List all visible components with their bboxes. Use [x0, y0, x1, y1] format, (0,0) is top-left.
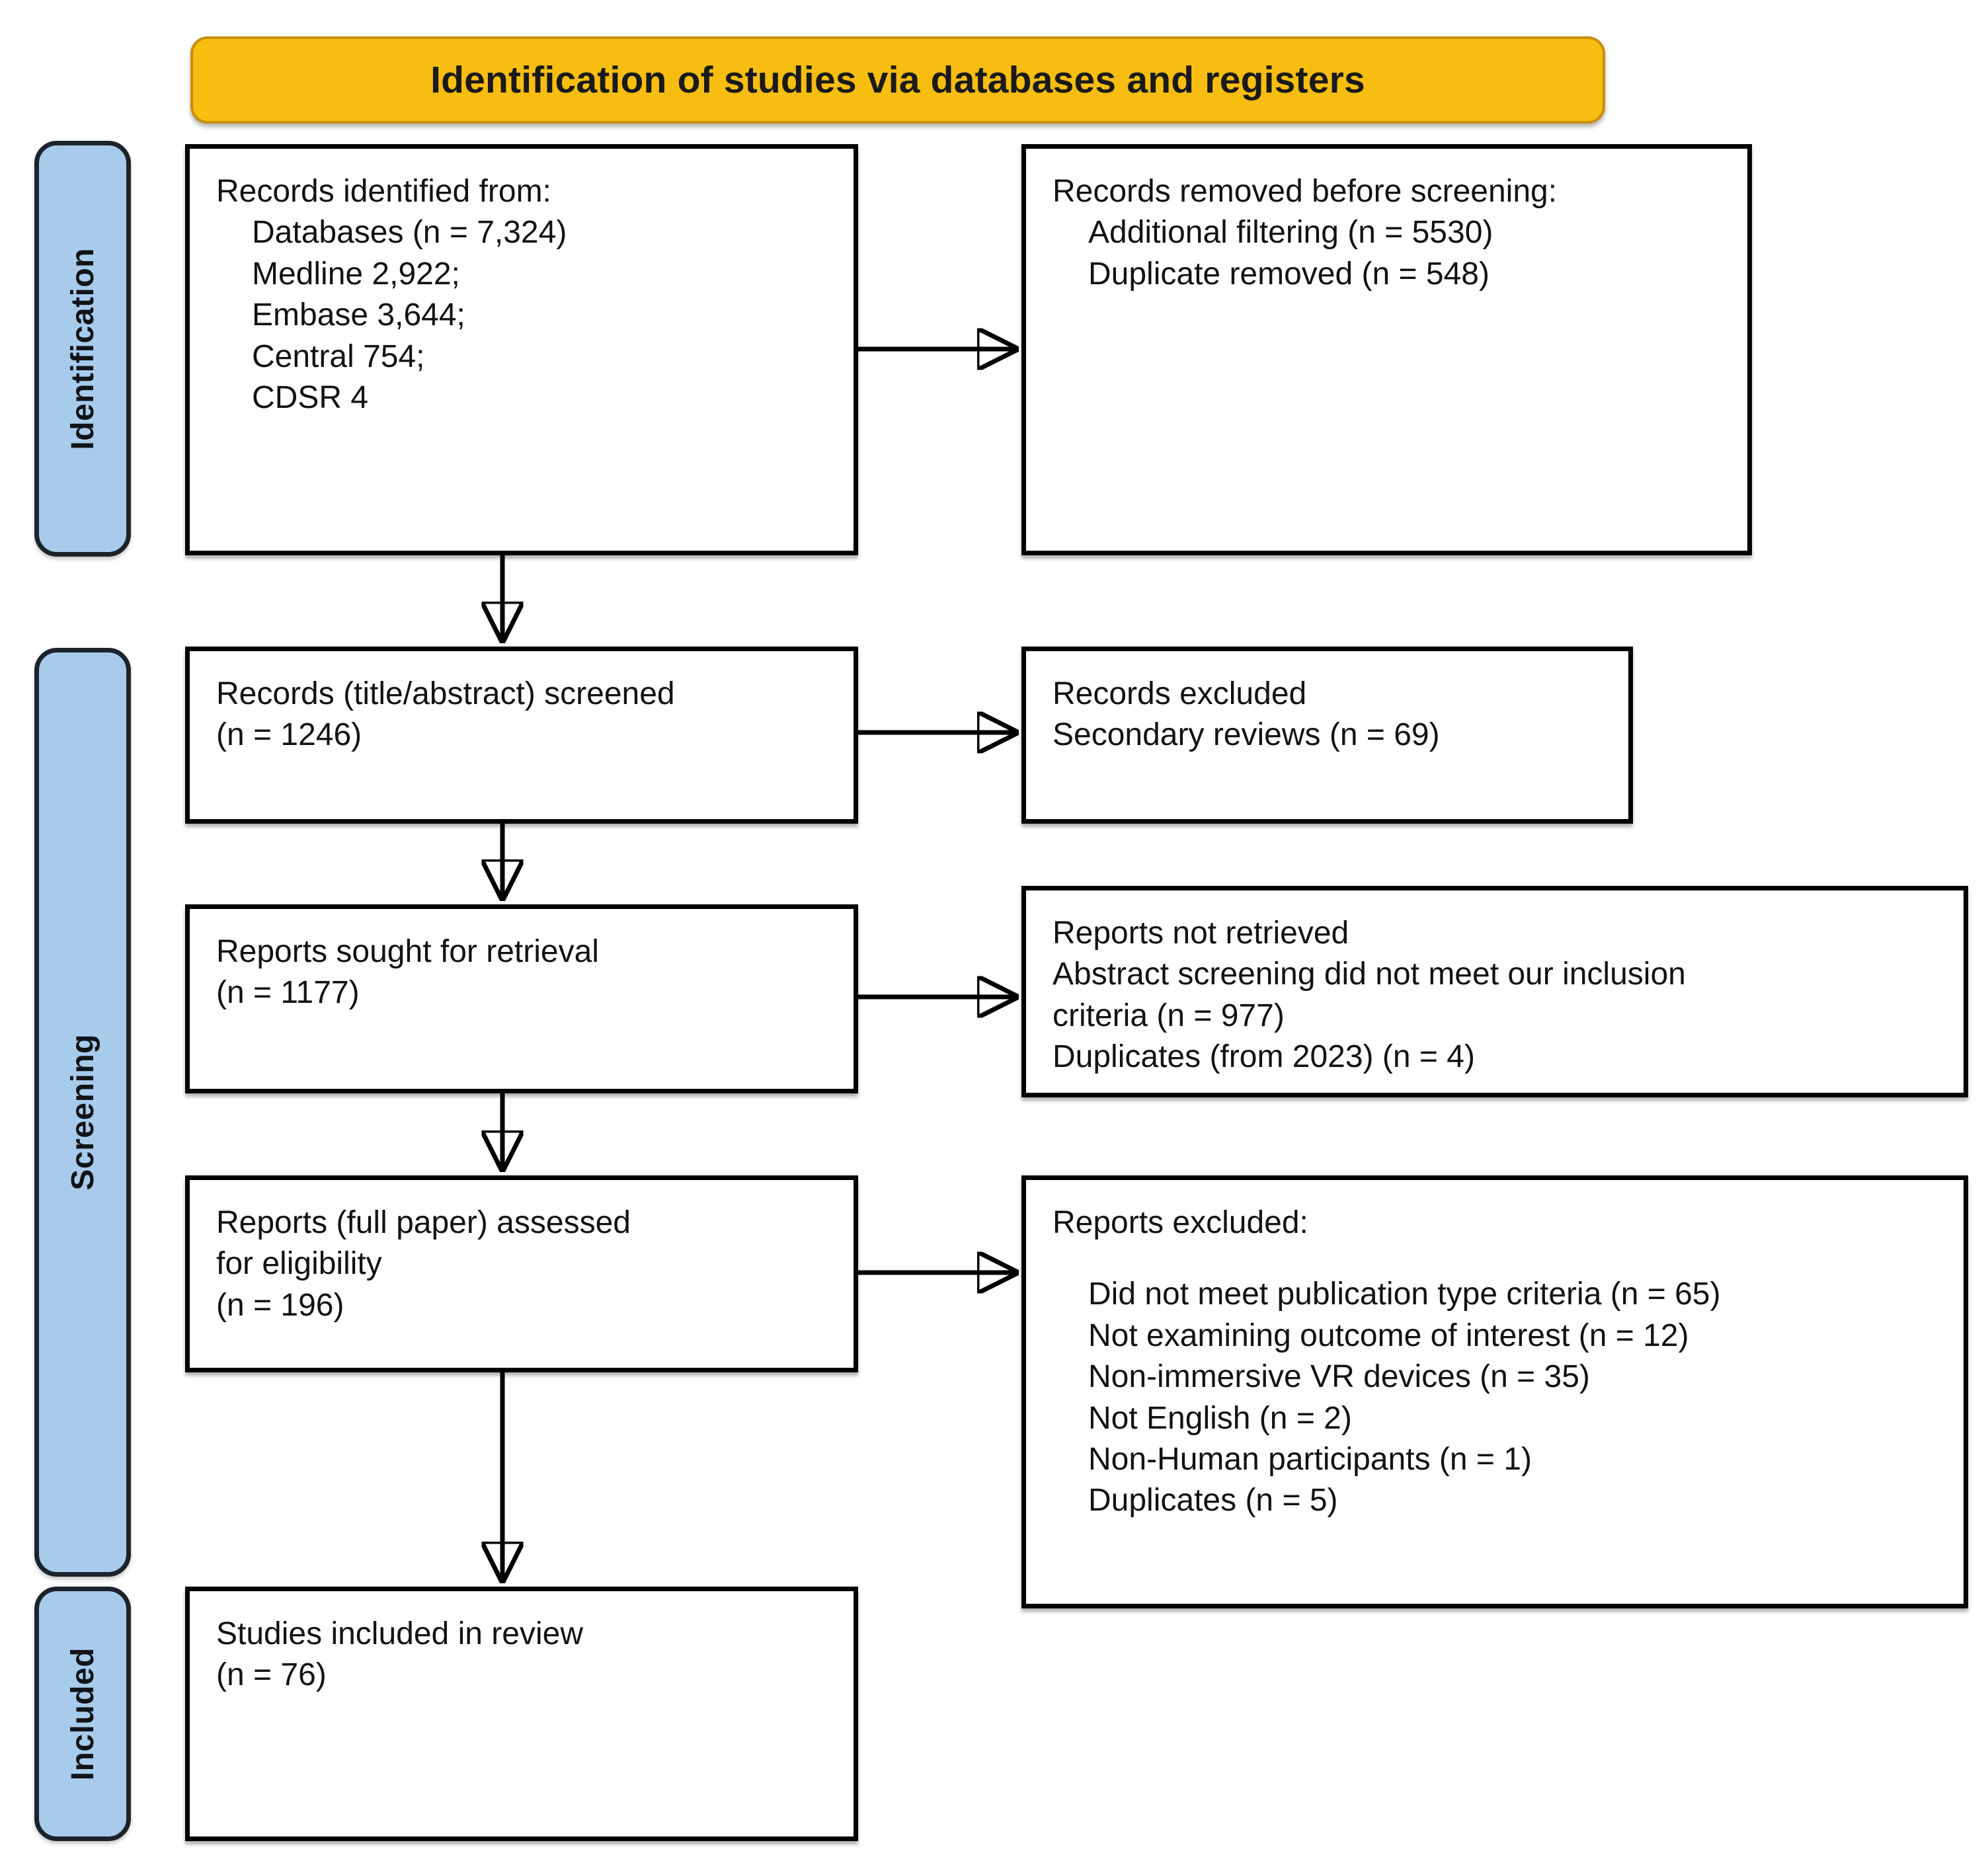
reports-excluded-outcome-of-interest: Not examining outcome of interest (n = 1… [1088, 1318, 1689, 1353]
studies-included-count: (n = 76) [216, 1657, 327, 1693]
reports-assessed-label-1: Reports (full paper) assessed [216, 1205, 631, 1240]
records-identified-databases: Databases (n = 7,324) [252, 215, 567, 251]
stage-tab-included: Included [34, 1587, 131, 1841]
reports-assessed-label-2: for eligibility [216, 1246, 382, 1282]
stage-tab-included-label: Included [65, 1647, 100, 1781]
box-records-removed-before-screening: Records removed before screening: Additi… [1021, 144, 1752, 555]
records-excluded-secondary-reviews: Secondary reviews (n = 69) [1053, 717, 1440, 753]
records-screened-count: (n = 1246) [216, 717, 362, 753]
records-screened-label: Records (title/abstract) screened [216, 676, 675, 711]
diagram-header-banner: Identification of studies via databases … [190, 36, 1605, 124]
reports-excluded-not-english: Not English (n = 2) [1088, 1400, 1352, 1436]
box-records-screened: Records (title/abstract) screened (n = 1… [185, 647, 858, 824]
box-studies-included-in-review: Studies included in review (n = 76) [185, 1587, 858, 1841]
stage-tab-screening: Screening [34, 648, 131, 1577]
diagram-title: Identification of studies via databases … [430, 59, 1365, 101]
box-reports-not-retrieved: Reports not retrieved Abstract screening… [1021, 886, 1968, 1097]
records-identified-embase: Embase 3,644; [252, 297, 465, 333]
box-reports-sought-for-retrieval: Reports sought for retrieval (n = 1177) [185, 904, 858, 1093]
reports-excluded-duplicates: Duplicates (n = 5) [1088, 1483, 1338, 1518]
box-records-identified: Records identified from: Databases (n = … [185, 144, 858, 555]
reports-not-retrieved-label: Reports not retrieved [1053, 916, 1349, 951]
reports-not-retrieved-criteria: criteria (n = 977) [1053, 998, 1285, 1033]
reports-not-retrieved-abstract-screening: Abstract screening did not meet our incl… [1053, 957, 1686, 992]
records-removed-heading-italic: before screening [1312, 174, 1548, 209]
reports-excluded-spacer [1053, 1243, 1937, 1274]
reports-excluded-publication-type: Did not meet publication type criteria (… [1088, 1277, 1721, 1312]
reports-excluded-non-immersive-vr: Non-immersive VR devices (n = 35) [1088, 1359, 1590, 1395]
records-identified-cdsr: CDSR 4 [252, 379, 369, 415]
box-reports-excluded: Reports excluded: Did not meet publicati… [1021, 1175, 1968, 1608]
records-excluded-label: Records excluded [1053, 676, 1307, 711]
stage-tab-screening-label: Screening [65, 1034, 100, 1191]
reports-excluded-non-human: Non-Human participants (n = 1) [1088, 1441, 1532, 1477]
records-removed-heading: Records removed before screening: [1053, 171, 1721, 212]
records-identified-medline: Medline 2,922; [252, 256, 460, 292]
records-removed-additional-filtering: Additional filtering (n = 5530) [1088, 215, 1493, 251]
reports-sought-count: (n = 1177) [216, 975, 360, 1011]
stage-tab-identification: Identification [34, 141, 131, 557]
reports-assessed-count: (n = 196) [216, 1287, 344, 1323]
studies-included-label: Studies included in review [216, 1616, 583, 1651]
records-removed-heading-suffix: : [1548, 174, 1558, 209]
reports-not-retrieved-duplicates: Duplicates (from 2023) (n = 4) [1053, 1039, 1475, 1075]
reports-sought-label: Reports sought for retrieval [216, 934, 599, 969]
records-identified-heading: Records identified from: [216, 174, 551, 209]
box-reports-assessed-for-eligibility: Reports (full paper) assessed for eligib… [185, 1175, 858, 1372]
records-removed-heading-plain: Records removed [1053, 174, 1312, 209]
box-records-excluded: Records excluded Secondary reviews (n = … [1021, 647, 1633, 824]
records-removed-duplicate: Duplicate removed (n = 548) [1088, 256, 1490, 292]
records-identified-central: Central 754; [252, 338, 425, 374]
stage-tab-identification-label: Identification [65, 247, 100, 450]
reports-excluded-heading: Reports excluded: [1053, 1205, 1308, 1240]
